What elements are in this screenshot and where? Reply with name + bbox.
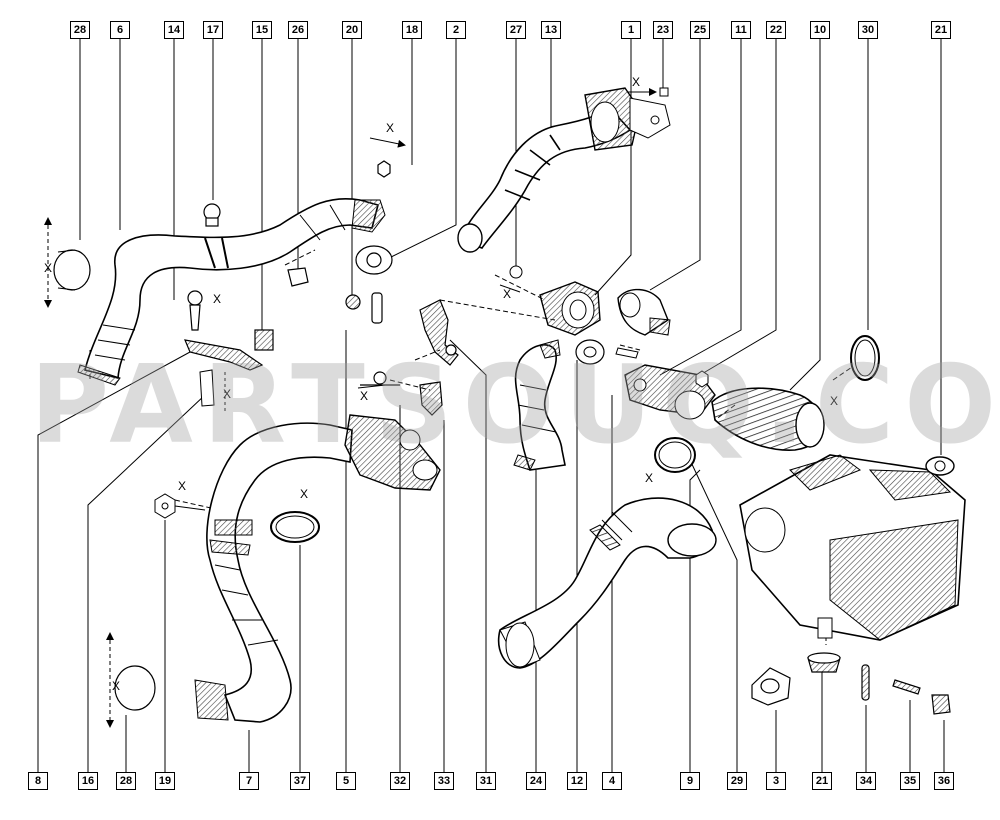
callout-top-26: 26 bbox=[288, 21, 308, 39]
clamp-9: X bbox=[645, 437, 696, 485]
housing-4 bbox=[624, 364, 716, 420]
callout-top-20: 20 bbox=[342, 21, 362, 39]
callout-bottom-33: 33 bbox=[434, 772, 454, 790]
svg-text:X: X bbox=[386, 121, 394, 135]
callout-top-27: 27 bbox=[506, 21, 526, 39]
egr-assembly-5 bbox=[344, 414, 441, 491]
svg-text:X: X bbox=[112, 679, 120, 693]
callout-top-10: 10 bbox=[810, 21, 830, 39]
small-parts-bottom-right bbox=[751, 652, 951, 715]
callout-top-22: 22 bbox=[766, 21, 786, 39]
callout-bottom-32: 32 bbox=[390, 772, 410, 790]
svg-text:X: X bbox=[300, 487, 308, 501]
callout-top-1: 1 bbox=[621, 21, 641, 39]
callout-bottom-35: 35 bbox=[900, 772, 920, 790]
dimension-marks: X X X X bbox=[213, 121, 521, 403]
callout-top-13: 13 bbox=[541, 21, 561, 39]
callout-top-25: 25 bbox=[690, 21, 710, 39]
callout-bottom-12: 12 bbox=[567, 772, 587, 790]
callout-bottom-28: 28 bbox=[116, 772, 136, 790]
callout-bottom-8: 8 bbox=[28, 772, 48, 790]
callout-bottom-4: 4 bbox=[602, 772, 622, 790]
svg-text:X: X bbox=[178, 479, 186, 493]
callout-top-11: 11 bbox=[731, 21, 751, 39]
intake-hose-6 bbox=[77, 197, 386, 386]
bracket-31-group bbox=[360, 299, 459, 416]
callout-bottom-21: 21 bbox=[812, 772, 832, 790]
pipe-13: X bbox=[457, 75, 671, 253]
callout-bottom-16: 16 bbox=[78, 772, 98, 790]
svg-text:X: X bbox=[830, 394, 838, 408]
svg-text:X: X bbox=[632, 75, 640, 89]
callout-bottom-34: 34 bbox=[856, 772, 876, 790]
callout-bottom-5: 5 bbox=[336, 772, 356, 790]
bottom-leader-lines bbox=[37, 330, 945, 772]
watermark: PARTSOUQ.COM bbox=[30, 343, 1000, 468]
callout-top-15: 15 bbox=[252, 21, 272, 39]
svg-text:X: X bbox=[223, 387, 231, 401]
callout-bottom-29: 29 bbox=[727, 772, 747, 790]
callout-top-28: 28 bbox=[70, 21, 90, 39]
callout-bottom-9: 9 bbox=[680, 772, 700, 790]
callout-top-18: 18 bbox=[402, 21, 422, 39]
plug-28-bottom: X X bbox=[106, 369, 231, 728]
air-filter-housing-29 bbox=[739, 454, 966, 641]
svg-text:X: X bbox=[360, 389, 368, 403]
callout-bottom-31: 31 bbox=[476, 772, 496, 790]
callout-top-17: 17 bbox=[203, 21, 223, 39]
callout-top-30: 30 bbox=[858, 21, 878, 39]
callout-top-23: 23 bbox=[653, 21, 673, 39]
hose-24 bbox=[513, 339, 566, 471]
callout-bottom-37: 37 bbox=[290, 772, 310, 790]
plug-28-top: X bbox=[44, 217, 91, 308]
callout-top-6: 6 bbox=[110, 21, 130, 39]
svg-text:X: X bbox=[645, 471, 653, 485]
callout-top-21: 21 bbox=[931, 21, 951, 39]
callout-top-2: 2 bbox=[446, 21, 466, 39]
svg-text:X: X bbox=[44, 261, 52, 275]
corrugated-hose-10: X bbox=[711, 335, 880, 451]
throttle-body-1 bbox=[509, 265, 671, 365]
callout-bottom-36: 36 bbox=[934, 772, 954, 790]
callout-top-14: 14 bbox=[164, 21, 184, 39]
small-parts-top-left bbox=[184, 160, 393, 371]
svg-text:X: X bbox=[503, 287, 511, 301]
callout-bottom-7: 7 bbox=[239, 772, 259, 790]
lower-hose-7: X X bbox=[154, 422, 353, 723]
svg-text:X: X bbox=[213, 292, 221, 306]
callout-bottom-3: 3 bbox=[766, 772, 786, 790]
callout-bottom-19: 19 bbox=[155, 772, 175, 790]
duct-9 bbox=[498, 497, 717, 669]
callout-bottom-24: 24 bbox=[526, 772, 546, 790]
